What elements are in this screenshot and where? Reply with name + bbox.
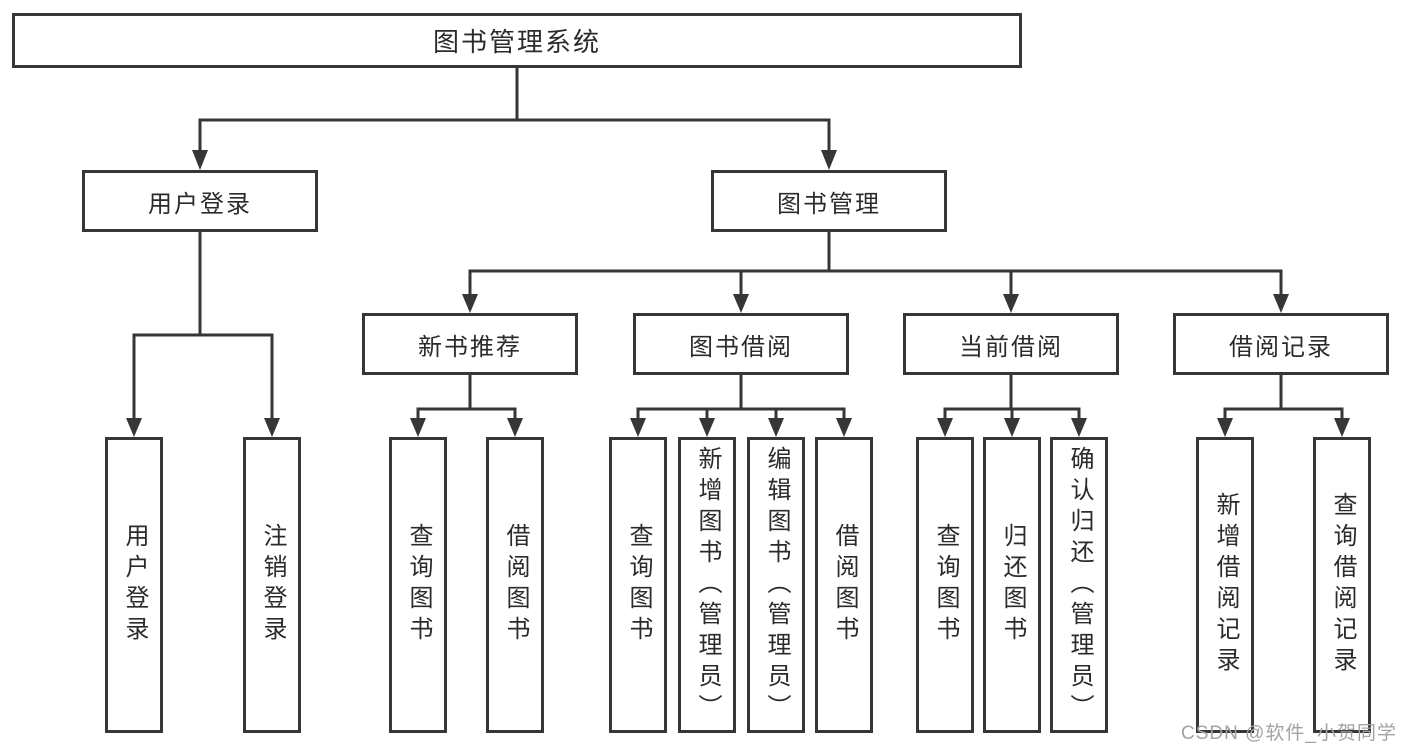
leaf-return-books-label: 归还图书: [999, 523, 1026, 647]
arrow-down-icon: [1217, 418, 1233, 437]
node-new-book-recommendation-label: 新书推荐: [418, 333, 522, 361]
leaf-query-books-recommend-label: 查询图书: [405, 523, 432, 647]
node-book-management: 图书管理: [711, 170, 947, 232]
leaf-confirm-return-admin: 确认归还（管理员）: [1050, 437, 1108, 733]
leaf-add-borrow-record-label: 新增借阅记录: [1212, 492, 1239, 678]
node-borrowing-records-label: 借阅记录: [1229, 333, 1333, 361]
leaf-user-login: 用户登录: [105, 437, 163, 733]
edge-current-borrowing-split: [943, 373, 1081, 422]
arrow-down-icon: [410, 418, 426, 437]
node-current-borrowing-label: 当前借阅: [959, 333, 1063, 361]
leaf-borrow-books-recommend: 借阅图书: [486, 437, 544, 733]
arrow-down-icon: [699, 418, 715, 437]
leaf-edit-book-admin: 编辑图书（管理员）: [747, 437, 805, 733]
arrow-down-icon: [937, 418, 953, 437]
arrow-down-icon: [836, 418, 852, 437]
leaf-query-books-recommend: 查询图书: [389, 437, 447, 733]
leaf-user-login-label: 用户登录: [121, 523, 148, 647]
leaf-add-book-admin-label: 新增图书（管理员）: [694, 445, 721, 725]
arrow-down-icon: [264, 418, 280, 437]
leaf-return-books: 归还图书: [983, 437, 1041, 733]
leaf-add-borrow-record: 新增借阅记录: [1196, 437, 1254, 733]
edge-borrowing-records-split: [1223, 373, 1344, 422]
node-root-label: 图书管理系统: [432, 27, 601, 57]
edge-book-management-split: [468, 230, 1283, 297]
arrow-down-icon: [1003, 294, 1019, 313]
tree-edges: [132, 66, 1344, 422]
leaf-query-borrow-record: 查询借阅记录: [1313, 437, 1371, 733]
edge-new-book-split: [416, 373, 517, 422]
arrow-down-icon: [630, 418, 646, 437]
leaf-borrow-books-borrowing-label: 借阅图书: [831, 523, 858, 647]
node-borrowing-records: 借阅记录: [1173, 313, 1389, 375]
arrow-down-icon: [1334, 418, 1350, 437]
node-book-management-label: 图书管理: [777, 190, 881, 218]
edge-book-borrowing-split: [636, 373, 846, 422]
arrow-down-icon: [1004, 418, 1020, 437]
node-root: 图书管理系统: [12, 13, 1022, 68]
leaf-query-books-current: 查询图书: [916, 437, 974, 733]
leaf-query-books-borrowing-label: 查询图书: [625, 523, 652, 647]
leaf-query-books-borrowing: 查询图书: [609, 437, 667, 733]
leaf-borrow-books-borrowing: 借阅图书: [815, 437, 873, 733]
leaf-confirm-return-admin-label: 确认归还（管理员）: [1066, 445, 1093, 725]
arrow-down-icon: [821, 150, 837, 170]
arrow-down-icon: [768, 418, 784, 437]
node-user-login-label: 用户登录: [148, 190, 252, 218]
arrow-down-icon: [1071, 418, 1087, 437]
watermark: CSDN @软件_小贺同学: [1181, 723, 1397, 744]
node-book-borrowing-label: 图书借阅: [689, 333, 793, 361]
arrowhead-icons: [126, 150, 1350, 437]
edge-user-login-split: [132, 230, 274, 420]
leaf-logout-label: 注销登录: [259, 523, 286, 647]
arrow-down-icon: [733, 294, 749, 313]
node-new-book-recommendation: 新书推荐: [362, 313, 578, 375]
node-book-borrowing: 图书借阅: [633, 313, 849, 375]
leaf-borrow-books-recommend-label: 借阅图书: [502, 523, 529, 647]
arrow-down-icon: [1273, 294, 1289, 313]
arrow-down-icon: [192, 150, 208, 170]
edge-root-split: [198, 66, 831, 153]
node-user-login: 用户登录: [82, 170, 318, 232]
leaf-logout: 注销登录: [243, 437, 301, 733]
leaf-query-borrow-record-label: 查询借阅记录: [1329, 492, 1356, 678]
arrow-down-icon: [126, 418, 142, 437]
leaf-edit-book-admin-label: 编辑图书（管理员）: [763, 445, 790, 725]
leaf-query-books-current-label: 查询图书: [932, 523, 959, 647]
arrow-down-icon: [462, 294, 478, 313]
arrow-down-icon: [507, 418, 523, 437]
leaf-add-book-admin: 新增图书（管理员）: [678, 437, 736, 733]
node-current-borrowing: 当前借阅: [903, 313, 1119, 375]
